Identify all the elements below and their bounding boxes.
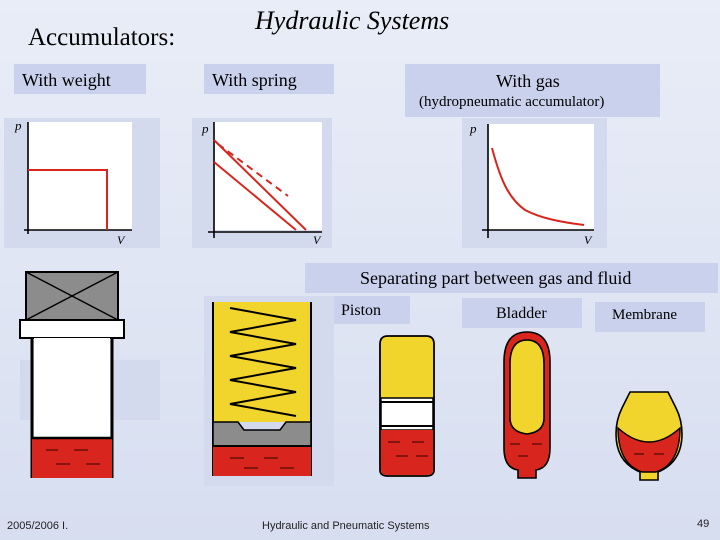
label-with-weight: With weight: [22, 70, 111, 90]
plot-spring-p-label: p: [202, 121, 209, 136]
page-number: 49: [697, 518, 710, 530]
membrane-accumulator: [615, 391, 683, 481]
plot-gas-p-label: p: [470, 121, 477, 136]
slide-title: Hydraulic Systems: [255, 6, 450, 35]
slide-heading: Accumulators:: [28, 24, 176, 51]
plot-spring: [208, 122, 322, 238]
plot-gas: [482, 124, 594, 238]
plot-weight-p-label: p: [15, 118, 22, 133]
spring-accumulator: [212, 302, 312, 476]
piston-label: Piston: [341, 302, 382, 319]
label-box-gas: [405, 64, 660, 117]
bladder-label: Bladder: [496, 305, 547, 322]
plot-weight-v-label: V: [117, 233, 125, 247]
plot-spring-v-label: V: [313, 233, 321, 247]
membrane-label-box: [595, 302, 705, 332]
bladder-label-box: [462, 298, 582, 328]
bladder-accumulator: [503, 331, 551, 479]
footer-course-title: Hydraulic and Pneumatic Systems: [262, 520, 430, 532]
piston-label-box: [332, 296, 410, 324]
piston-accumulator: [379, 335, 435, 477]
plot-weight: [24, 122, 132, 234]
membrane-label: Membrane: [612, 307, 677, 323]
weight-accumulator: [19, 271, 125, 478]
separating-title: Separating part between gas and fluid: [360, 268, 632, 288]
footer-date: 2005/2006 I.: [7, 520, 69, 532]
label-with-gas: With gas: [496, 71, 560, 91]
label-box-spring: [204, 64, 334, 94]
label-with-spring: With spring: [212, 70, 297, 90]
plot-gas-v-label: V: [584, 233, 592, 247]
label-gas-subtitle: (hydropneumatic accumulator): [419, 94, 605, 110]
separating-title-box: [305, 263, 718, 293]
label-box-weight: [14, 64, 146, 94]
